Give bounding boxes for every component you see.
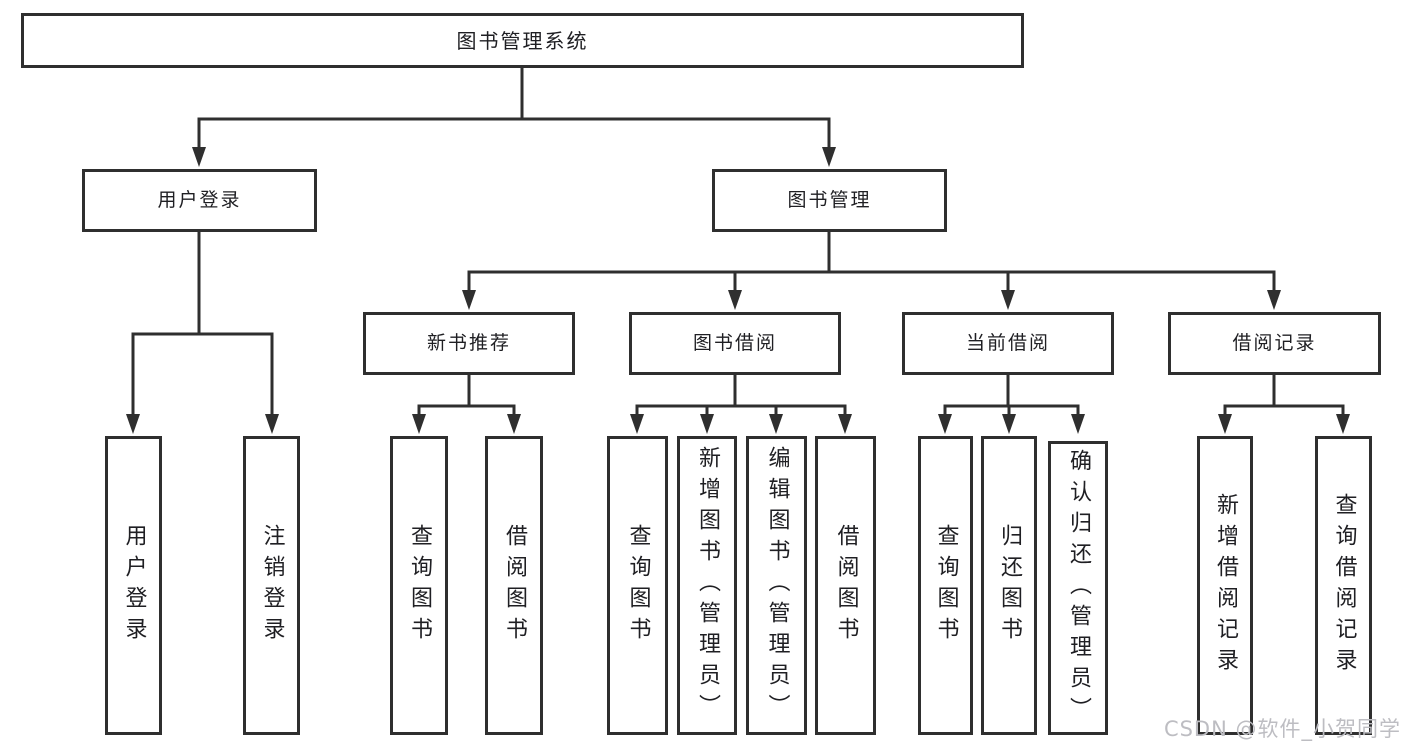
node-new-book-recommend: 新书推荐	[363, 312, 575, 375]
leaf-query-books-borrowing: 查询图书	[607, 436, 668, 735]
leaf-borrow-books-recommend: 借阅图书	[485, 436, 543, 735]
leaf-user-login: 用户登录	[105, 436, 162, 735]
leaf-add-borrow-record: 新增借阅记录	[1197, 436, 1253, 735]
node-label: 图书管理系统	[456, 28, 589, 53]
node-label: 图书管理	[787, 189, 872, 211]
leaf-query-borrow-record: 查询借阅记录	[1315, 436, 1372, 735]
node-label: 归还图书	[997, 523, 1022, 648]
node-label: 新书推荐	[426, 332, 511, 354]
node-library-management-system: 图书管理系统	[21, 13, 1024, 68]
node-book-borrowing: 图书借阅	[629, 312, 841, 375]
node-label: 查询图书	[933, 523, 959, 648]
node-label: 查询图书	[407, 523, 432, 648]
node-label: 新增借阅记录	[1213, 492, 1238, 679]
leaf-query-books-current: 查询图书	[918, 436, 973, 735]
leaf-logout: 注销登录	[243, 436, 300, 735]
leaf-add-book-admin: 新增图书（管理员）	[677, 436, 737, 735]
node-label: 借阅图书	[502, 523, 527, 648]
csdn-watermark: CSDN @软件_小贺同学	[1163, 717, 1401, 741]
arrow-down-icons	[126, 147, 1350, 434]
node-user-login: 用户登录	[82, 169, 317, 232]
node-label: 查询借阅记录	[1331, 492, 1357, 679]
leaf-query-books-recommend: 查询图书	[390, 436, 448, 735]
node-current-borrowing: 当前借阅	[902, 312, 1114, 375]
node-label: 图书借阅	[692, 332, 777, 354]
node-book-management: 图书管理	[712, 169, 947, 232]
node-label: 确认归还（管理员）	[1066, 448, 1091, 728]
node-label: 编辑图书（管理员）	[764, 446, 790, 725]
node-label: 当前借阅	[965, 332, 1050, 354]
leaf-edit-book-admin: 编辑图书（管理员）	[746, 436, 807, 735]
node-label: 查询图书	[625, 523, 651, 648]
leaf-return-book: 归还图书	[981, 436, 1037, 735]
node-label: 借阅记录	[1232, 332, 1317, 354]
node-label: 新增图书（管理员）	[695, 446, 720, 725]
node-borrow-records: 借阅记录	[1168, 312, 1381, 375]
leaf-confirm-return-admin: 确认归还（管理员）	[1048, 441, 1108, 735]
node-label: 用户登录	[121, 523, 147, 648]
node-label: 注销登录	[259, 523, 285, 648]
node-label: 借阅图书	[833, 523, 859, 648]
leaf-borrow-books-borrowing: 借阅图书	[815, 436, 876, 735]
node-label: 用户登录	[157, 189, 242, 211]
